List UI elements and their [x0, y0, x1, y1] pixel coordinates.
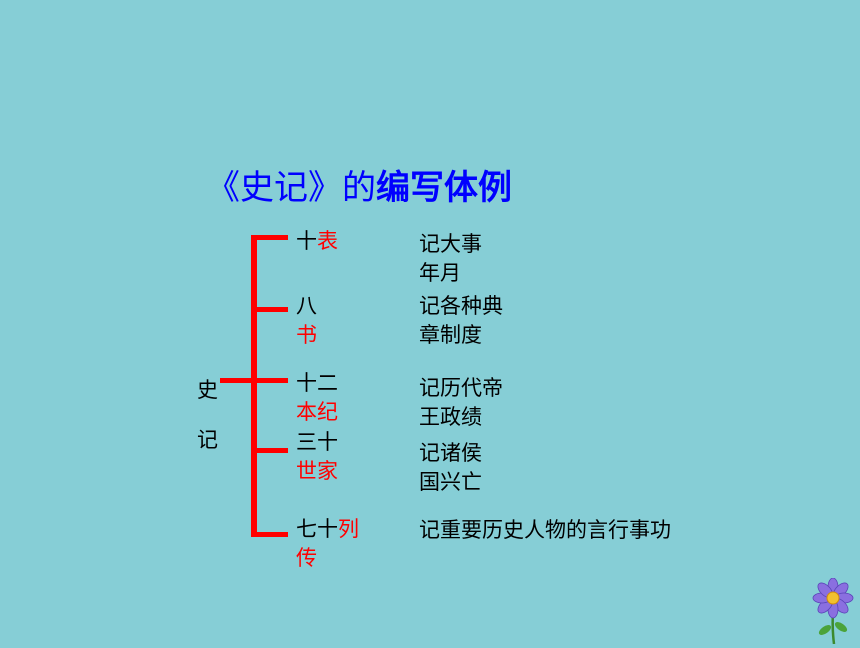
branch-desc-line1: 记历代帝: [419, 376, 503, 400]
title-bold-part: 编写体例: [376, 168, 512, 208]
flower-icon: [810, 577, 856, 648]
branch-name-black: 八: [296, 294, 317, 318]
branch-desc-benji: 记历代帝 王政绩: [419, 374, 503, 432]
branch-desc-liezhuan: 记重要历史人物的言行事功: [419, 516, 671, 545]
branch-desc-line2: 章制度: [419, 323, 482, 347]
root-connector-line: [220, 378, 258, 383]
branch-name-shijia: 三十 世家: [296, 428, 338, 486]
branch-line-liezhuan: [251, 532, 288, 537]
branch-name-red: 本纪: [296, 400, 338, 424]
branch-line-benji: [251, 378, 288, 383]
branch-name-shu: 八 书: [296, 292, 317, 350]
branch-line-shijia: [251, 448, 288, 453]
branch-desc-line2: 年月: [419, 261, 461, 285]
branch-desc-line1: 记重要历史人物的言行事功: [419, 518, 671, 542]
branch-name-benji: 十二 本纪: [296, 369, 338, 427]
vertical-bracket-line: [251, 235, 257, 537]
branch-desc-line1: 记大事: [419, 232, 482, 256]
branch-name-black: 十: [296, 229, 317, 253]
branch-line-biao: [251, 235, 288, 240]
branch-desc-shijia: 记诸侯 国兴亡: [419, 439, 482, 497]
branch-desc-line1: 记各种典: [419, 294, 503, 318]
branch-name-red: 书: [296, 323, 317, 347]
diagram-title: 《史记》的编写体例: [206, 166, 512, 210]
branch-name-red: 列: [338, 517, 359, 541]
branch-name-red: 表: [317, 229, 338, 253]
branch-name-red: 世家: [296, 459, 338, 483]
branch-name-black: 三十: [296, 430, 338, 454]
branch-desc-line2: 国兴亡: [419, 470, 482, 494]
branch-desc-line2: 王政绩: [419, 405, 482, 429]
branch-name-liezhuan: 七十列 传: [296, 515, 359, 573]
root-char-2: 记: [197, 428, 218, 452]
branch-name-red-line2: 传: [296, 546, 317, 570]
branch-desc-biao: 记大事 年月: [419, 230, 482, 288]
branch-name-black: 七十: [296, 517, 338, 541]
branch-desc-line1: 记诸侯: [419, 441, 482, 465]
title-bracket-part: 《史记》的: [206, 168, 376, 208]
branch-name-black: 十二: [296, 371, 338, 395]
branch-name-biao: 十表: [296, 227, 338, 256]
branch-line-shu: [251, 307, 288, 312]
root-char-1: 史: [197, 378, 218, 402]
branch-desc-shu: 记各种典 章制度: [419, 292, 503, 350]
